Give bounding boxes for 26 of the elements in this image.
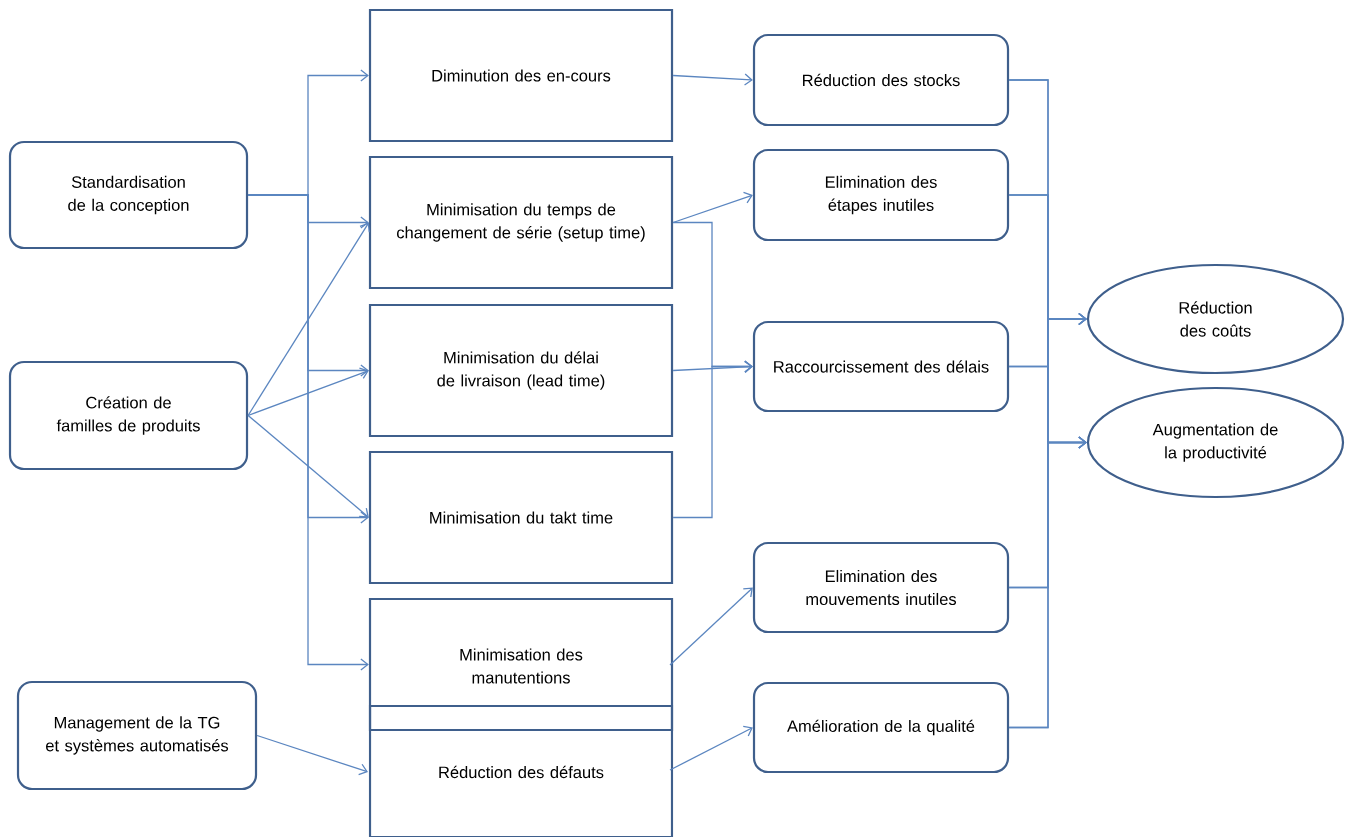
process-box: Minimisation du délai de livraison (lead time) [368,303,674,438]
process-box: Minimisation des manutentions [368,597,674,732]
process-box: Minimisation du temps de changement de série (setup time) [368,155,674,290]
process-box: Minimisation du takt time [368,450,674,585]
arrow [672,360,753,519]
rounded-box: Amélioration de la qualité [752,681,1010,774]
arrow [247,414,369,518]
arrow [669,587,753,666]
arrow [247,367,369,417]
rounded-box: Raccourcissement des délais [752,320,1010,413]
arrow [247,222,370,417]
arrow [672,360,753,374]
arrow [247,194,369,671]
arrow [672,73,753,86]
process-box: Diminution des en-cours [368,8,674,143]
rounded-box: Elimination des mouvements inutiles [752,541,1010,634]
rounded-box: Elimination des étapes inutiles [752,148,1010,242]
rounded-box: Management de la TG et systèmes automatisés [16,680,258,791]
rounded-box: Réduction des stocks [752,33,1010,127]
process-box: Réduction des défauts [368,704,674,837]
arrow [256,734,368,776]
arrow [1008,436,1087,729]
arrow [669,725,753,771]
rounded-box: Standardisation de la conception [8,140,249,250]
arrow [672,191,753,224]
rounded-box: Création de familles de produits [8,360,249,471]
